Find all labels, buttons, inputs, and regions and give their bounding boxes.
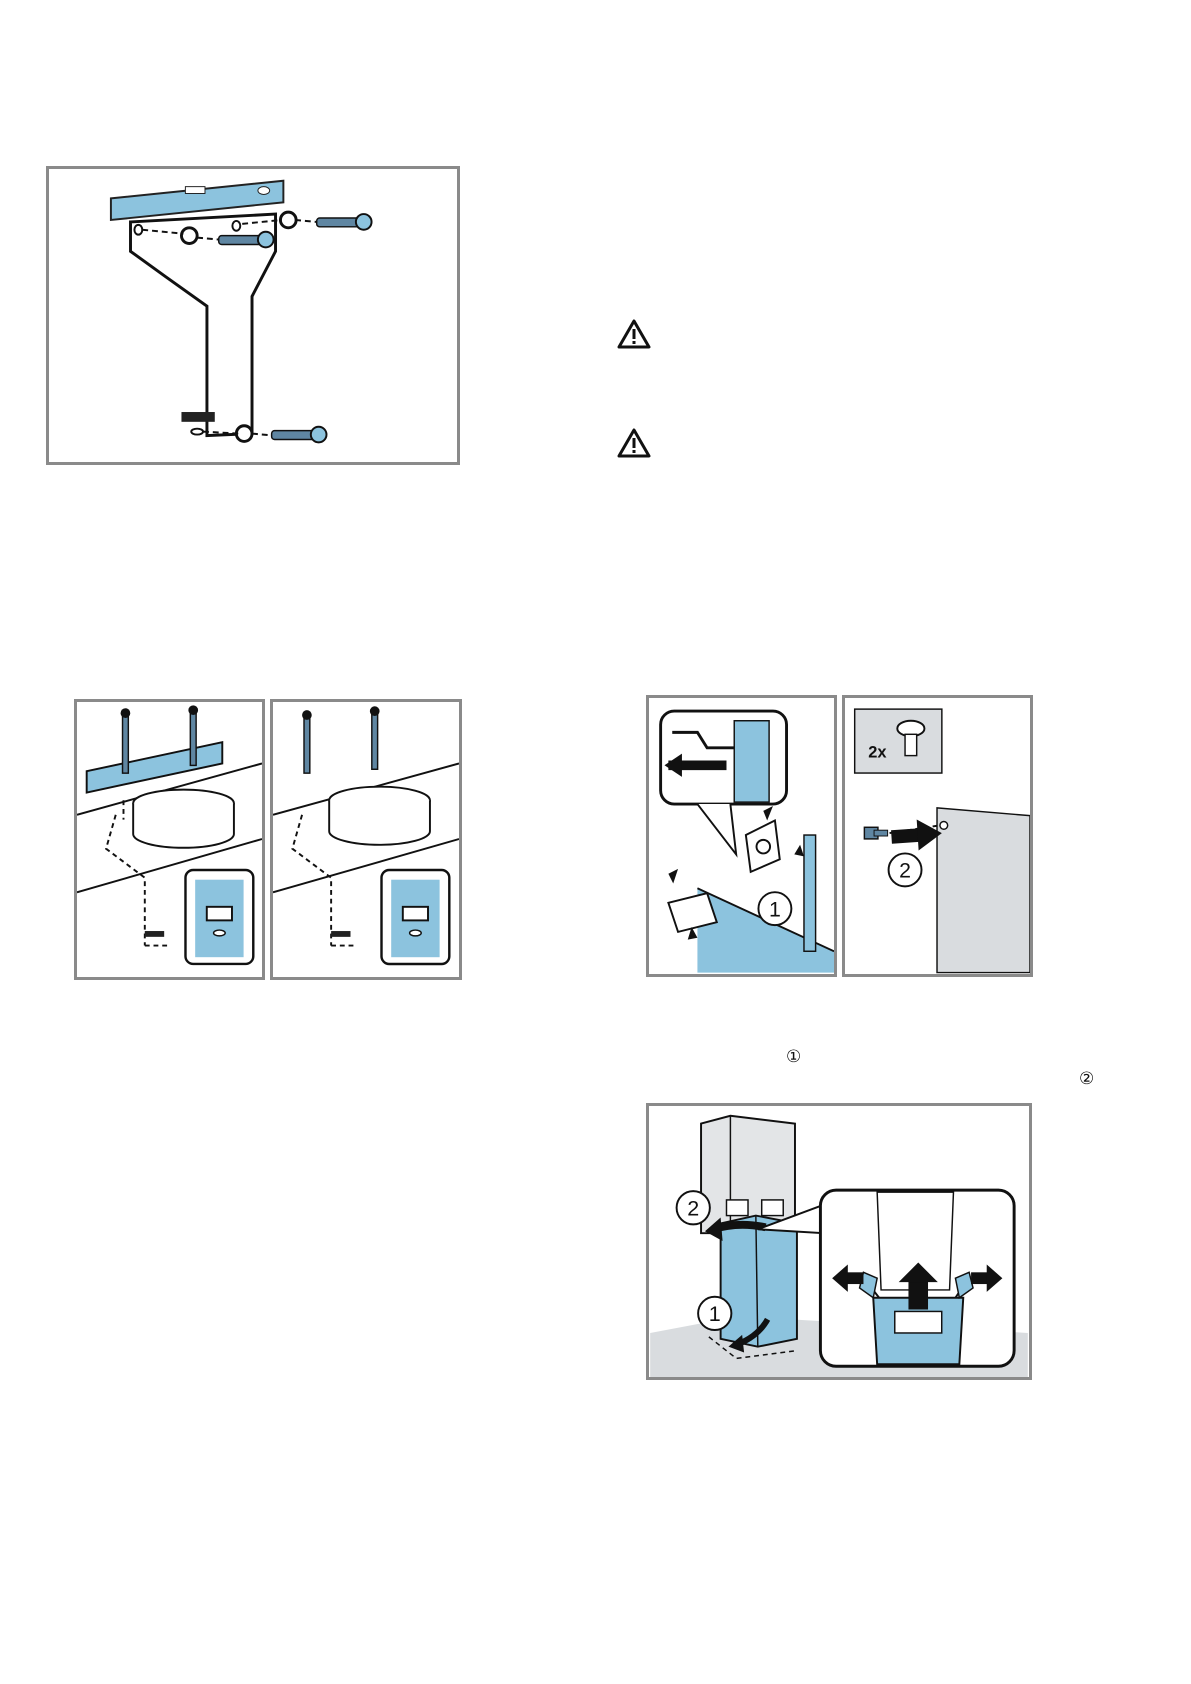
ceiling-bracket-illustration — [273, 702, 459, 977]
step-marker-2-inline: ② — [1079, 1071, 1094, 1088]
step-marker-2-label: 2 — [687, 1197, 699, 1221]
wall-bracket-figure — [46, 166, 460, 465]
clip-attachment-illustration: 1 — [649, 698, 834, 974]
wall-bracket-illustration — [49, 169, 457, 462]
ceiling-bracket-figure-left — [74, 699, 265, 980]
screw-fastening-figure: 2x 2 — [842, 695, 1033, 977]
mounting-rail — [87, 742, 223, 792]
screw-pack-box — [855, 709, 942, 773]
chimney-fitting-figure: 2 1 — [646, 1103, 1032, 1380]
screw-icon — [864, 827, 887, 839]
warning-triangle-icon — [617, 319, 651, 349]
screw-fastening-illustration: 2x 2 — [845, 698, 1030, 974]
ceiling-bracket-illustration — [77, 702, 262, 977]
step-marker-1-inline: ① — [786, 1049, 801, 1066]
chimney-fitting-illustration: 2 1 — [649, 1106, 1029, 1377]
bracket-plate — [131, 214, 276, 435]
screw-pack-label: 2x — [868, 744, 887, 762]
step-marker-1-label: 1 — [769, 897, 781, 921]
clip-attachment-figure: 1 — [646, 695, 837, 977]
step-marker-2-label: 2 — [899, 859, 911, 883]
step-marker-1-label: 1 — [709, 1302, 721, 1326]
ceiling-bracket-figure-right — [270, 699, 462, 980]
warning-triangle-icon — [617, 428, 651, 458]
